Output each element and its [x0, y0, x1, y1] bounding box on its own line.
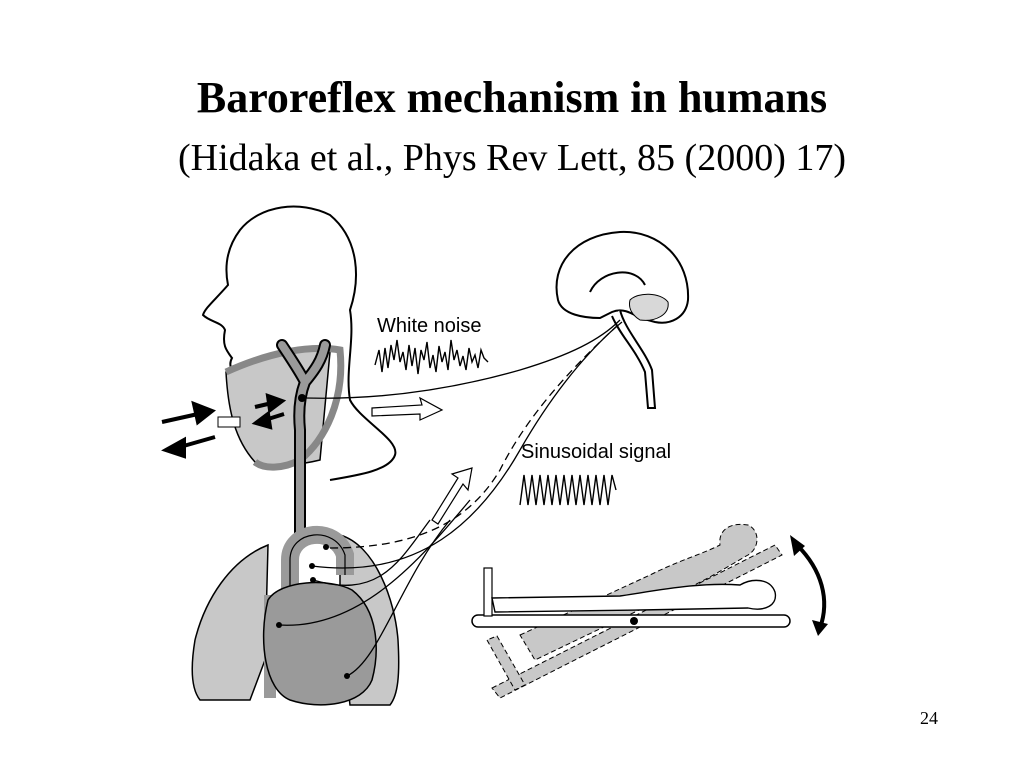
carotid-artery-fill	[278, 341, 329, 544]
sinusoidal-waveform	[519, 474, 617, 506]
lying-person	[491, 579, 777, 613]
table-pivot	[630, 617, 638, 625]
slide-subtitle: (Hidaka et al., Phys Rev Lett, 85 (2000)…	[177, 137, 847, 179]
tilted-table-footrest	[486, 635, 526, 691]
tilt-arrow-head-bottom	[812, 620, 828, 636]
aortic-arch-outline	[289, 534, 346, 600]
brain	[555, 230, 690, 324]
breathing-arrows	[161, 393, 287, 459]
signal-arrow-diagonal	[431, 467, 473, 525]
afferent-nerves	[278, 319, 623, 677]
tilt-arrow-head-top	[790, 535, 805, 556]
carotid-sinus-point	[298, 394, 306, 402]
slide-title: Baroreflex mechanism in humans	[196, 73, 828, 122]
table-footboard	[483, 567, 493, 617]
page-number: 24	[920, 708, 938, 728]
cerebellum	[629, 293, 669, 321]
left-lung	[191, 543, 269, 701]
tilt-arrow	[795, 543, 827, 629]
head-outline	[201, 205, 397, 481]
corpus-callosum	[589, 271, 646, 293]
heart	[262, 581, 377, 706]
white-noise-waveform	[374, 339, 489, 375]
mask-tube	[217, 416, 241, 428]
aortic-receptor-point	[323, 544, 329, 550]
sinusoidal-label: Sinusoidal signal	[521, 441, 671, 463]
brainstem	[611, 309, 657, 409]
signal-arrow-horizontal	[371, 396, 444, 421]
white-noise-label: White noise	[377, 315, 482, 337]
